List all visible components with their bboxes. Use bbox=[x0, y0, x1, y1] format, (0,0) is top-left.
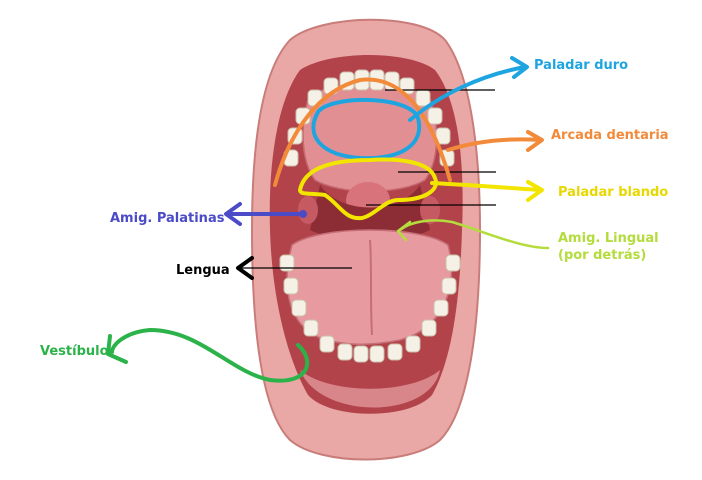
amig-palatinas-arrow bbox=[224, 202, 305, 226]
lengua-arrow bbox=[236, 256, 254, 280]
label-amig-lingual-line1: Amig. Lingual bbox=[558, 231, 659, 246]
amig-lingual-arrow bbox=[396, 219, 550, 250]
label-amig-palatinas: Amig. Palatinas bbox=[110, 211, 225, 226]
lower-teeth bbox=[279, 254, 461, 363]
label-paladar-duro: Paladar duro bbox=[534, 58, 629, 73]
label-arcada-dentaria: Arcada dentaria bbox=[551, 128, 669, 143]
label-amig-lingual: Amig. Lingual (por detrás) bbox=[558, 230, 659, 264]
tonsil-left bbox=[298, 196, 318, 224]
arcada-outline bbox=[273, 77, 452, 187]
label-amig-lingual-line2: (por detrás) bbox=[558, 248, 647, 263]
label-lengua: Lengua bbox=[176, 263, 230, 278]
paladar-duro-arrow bbox=[408, 56, 529, 122]
lower-lip bbox=[300, 370, 440, 408]
paladar-duro-outline bbox=[311, 98, 422, 161]
label-paladar-blando: Paladar blando bbox=[558, 185, 669, 200]
arcada-arrow bbox=[446, 130, 544, 152]
paladar-blando-outline bbox=[298, 157, 438, 221]
paladar-blando-arrow bbox=[430, 180, 544, 202]
tongue-midline bbox=[369, 239, 373, 336]
label-vestibulo: Vestíbulo bbox=[40, 344, 109, 359]
vestibulo-arrow bbox=[106, 328, 310, 383]
tonsil-right bbox=[420, 196, 440, 224]
